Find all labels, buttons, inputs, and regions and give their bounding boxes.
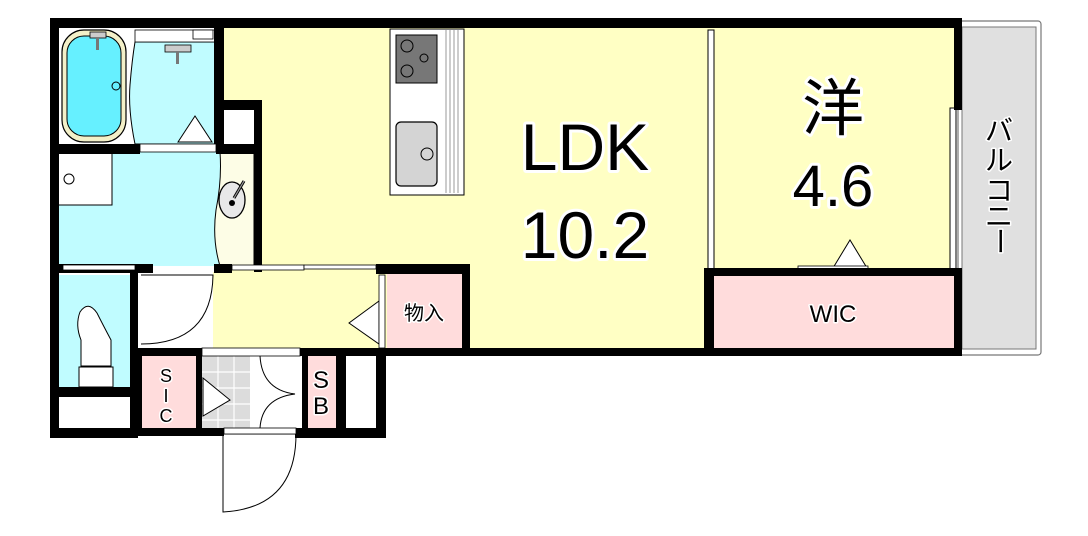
shoe-box-label-s: S — [313, 367, 329, 394]
shower-area — [129, 41, 219, 145]
wic-label: WIC — [810, 301, 857, 328]
kitchen-counter — [389, 28, 465, 196]
storage-floor — [387, 272, 463, 348]
western-room-floor — [712, 28, 954, 270]
front-door-swing — [222, 433, 297, 513]
svg-text:コ: コ — [985, 174, 1013, 207]
wic-floor — [712, 274, 954, 350]
ldk-label: LDK — [521, 110, 649, 184]
ldk-size: 10.2 — [521, 198, 649, 272]
balcony-label: バ ル コ ニ ー — [982, 113, 1018, 257]
sic-door-icon — [202, 376, 231, 417]
shoe-cabinet-door-arc — [259, 355, 296, 429]
svg-text:バ: バ — [985, 114, 1013, 147]
western-room-label: 洋 — [802, 72, 864, 145]
sic-label-i: I — [163, 386, 168, 406]
shower-faucet-icon — [164, 44, 192, 53]
sic-label-c: C — [160, 406, 173, 426]
toilet-hall-door-swing — [140, 274, 214, 345]
storage-label: 物入 — [404, 301, 444, 325]
svg-text:ニ: ニ — [985, 200, 1013, 233]
western-room-size: 4.6 — [793, 154, 874, 219]
bathroom-door-icon — [177, 115, 213, 143]
svg-text:ー: ー — [983, 227, 1016, 255]
balcony — [957, 20, 1042, 356]
shoe-box-label-b: B — [313, 393, 329, 420]
shoe-box-floor — [306, 356, 336, 428]
sic-label-s: S — [160, 366, 172, 386]
svg-text:ル: ル — [985, 144, 1013, 177]
sink-icon — [395, 121, 438, 187]
sic-floor — [141, 356, 198, 428]
toilet-icon — [77, 305, 112, 367]
